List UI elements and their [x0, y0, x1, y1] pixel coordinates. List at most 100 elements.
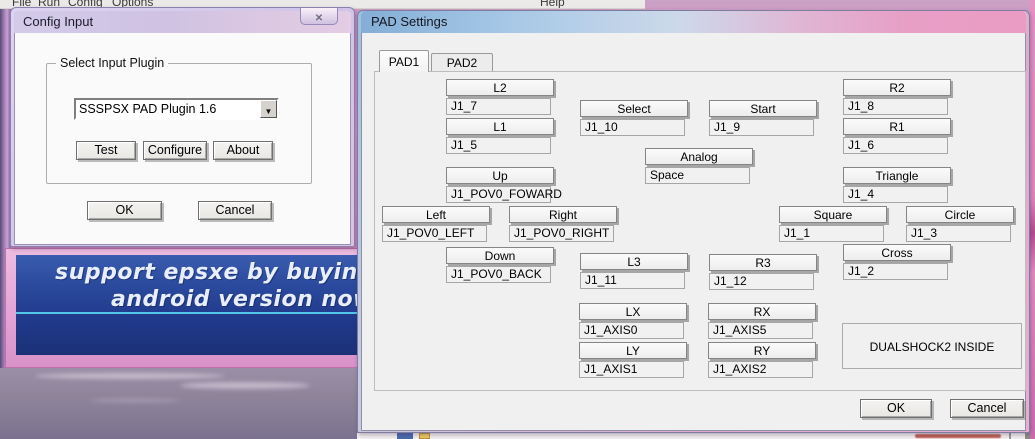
mapping-button-triangle[interactable]: Triangle	[843, 167, 951, 184]
wave	[90, 398, 180, 403]
mapping-circle: Circle J1_3	[906, 206, 1014, 242]
wave	[180, 382, 310, 389]
banner-line2: android version now	[111, 287, 358, 312]
menu-help[interactable]: Help	[540, 0, 565, 9]
menu-config[interactable]: Config	[68, 0, 103, 9]
mapping-value-rx: J1_AXIS5	[708, 322, 813, 339]
config-input-titlebar[interactable]: Config Input ✕	[14, 8, 351, 33]
mapping-button-r2[interactable]: R2	[843, 79, 951, 96]
mapping-button-left[interactable]: Left	[382, 206, 490, 223]
mapping-button-analog[interactable]: Analog	[645, 148, 753, 165]
wave	[35, 373, 225, 379]
close-button[interactable]: ✕	[300, 8, 338, 25]
mapping-button-down[interactable]: Down	[446, 247, 554, 264]
config-input-client: Select Input Plugin SSSPSX PAD Plugin 1.…	[14, 33, 351, 245]
mapping-button-l2[interactable]: L2	[446, 79, 554, 96]
mapping-l3: L3 J1_11	[580, 253, 688, 289]
ok-button[interactable]: OK	[87, 201, 162, 220]
mapping-value-r2: J1_8	[843, 98, 948, 115]
pad-settings-window: PAD Settings PAD1 PAD2 L2 J1_7 L1 J1_5 U…	[357, 10, 1030, 433]
mapping-button-l3[interactable]: L3	[580, 253, 688, 270]
pad-cancel-button[interactable]: Cancel	[950, 399, 1024, 418]
mapping-button-ly[interactable]: LY	[579, 342, 687, 359]
group-label: Select Input Plugin	[56, 56, 169, 70]
banner-divider	[16, 312, 358, 314]
mapping-triangle: Triangle J1_4	[843, 167, 951, 203]
mapping-cross: Cross J1_2	[843, 244, 951, 280]
mapping-button-ry[interactable]: RY	[708, 342, 816, 359]
mapping-button-l1[interactable]: L1	[446, 118, 554, 135]
close-icon: ✕	[314, 13, 324, 24]
mapping-value-ly: J1_AXIS1	[579, 361, 684, 378]
date-text-sliver	[915, 434, 1001, 438]
select-input-plugin-group: Select Input Plugin	[46, 56, 312, 184]
banner-line1: support epsxe by buying	[55, 260, 358, 285]
test-button[interactable]: Test	[76, 141, 136, 160]
mapping-left: Left J1_POV0_LEFT	[382, 206, 490, 242]
plugin-select[interactable]: SSSPSX PAD Plugin 1.6 ▼	[74, 98, 279, 120]
mapping-l2: L2 J1_7	[446, 79, 554, 115]
mapping-select: Select J1_10	[580, 100, 688, 136]
mapping-button-rx[interactable]: RX	[708, 303, 816, 320]
mapping-value-select: J1_10	[580, 119, 685, 136]
mapping-r1: R1 J1_6	[843, 118, 951, 154]
menu-file[interactable]: File	[12, 0, 32, 9]
epsxe-window-left-edge	[0, 9, 11, 369]
pad-settings-titlebar[interactable]: PAD Settings	[361, 11, 1026, 33]
mapping-value-right: J1_POV0_RIGHT	[509, 225, 614, 242]
epsxe-banner: support epsxe by buying android version …	[16, 255, 358, 355]
mapping-value-square: J1_1	[779, 225, 884, 242]
window-title: Config Input	[23, 14, 94, 29]
wallpaper-right-strip	[1030, 0, 1035, 439]
pad1-tab-page	[374, 71, 1026, 391]
mapping-rx: RX J1_AXIS5	[708, 303, 816, 339]
mapping-button-lx[interactable]: LX	[579, 303, 687, 320]
tab-pad2[interactable]: PAD2	[431, 53, 493, 72]
window-title: PAD Settings	[371, 14, 448, 29]
mapping-value-lx: J1_AXIS0	[579, 322, 684, 339]
epsxe-banner-window: support epsxe by buying android version …	[5, 248, 358, 368]
mapping-down: Down J1_POV0_BACK	[446, 247, 554, 283]
mapping-button-circle[interactable]: Circle	[906, 206, 1014, 223]
mapping-button-cross[interactable]: Cross	[843, 244, 951, 261]
menu-run[interactable]: Run	[38, 0, 61, 9]
divider	[1009, 433, 1011, 439]
mapping-value-circle: J1_3	[906, 225, 1011, 242]
tab-pad1[interactable]: PAD1	[379, 50, 429, 72]
mapping-button-up[interactable]: Up	[446, 167, 554, 184]
about-button[interactable]: About	[213, 141, 273, 160]
mapping-value-up: J1_POV0_FOWARD	[446, 186, 562, 203]
mapping-value-left: J1_POV0_LEFT	[382, 225, 487, 242]
folder-icon	[419, 433, 430, 439]
menu-options[interactable]: Options	[112, 0, 154, 9]
configure-button[interactable]: Configure	[143, 141, 207, 160]
mapping-button-right[interactable]: Right	[509, 206, 617, 223]
mapping-button-start[interactable]: Start	[709, 100, 817, 117]
mapping-ry: RY J1_AXIS2	[708, 342, 816, 378]
mapping-value-analog: Space	[645, 167, 750, 184]
dropdown-button[interactable]: ▼	[260, 100, 277, 118]
mapping-value-l2: J1_7	[446, 98, 551, 115]
config-input-window: Config Input ✕ Select Input Plugin SSSPS…	[10, 7, 355, 247]
pad-settings-client: PAD1 PAD2 L2 J1_7 L1 J1_5 Up J1_POV0_FOW…	[361, 33, 1026, 431]
mapping-value-r1: J1_6	[843, 137, 948, 154]
mapping-right: Right J1_POV0_RIGHT	[509, 206, 617, 242]
mapping-button-r1[interactable]: R1	[843, 118, 951, 135]
pad-ok-button[interactable]: OK	[860, 399, 932, 418]
cancel-button[interactable]: Cancel	[198, 201, 272, 220]
mapping-value-start: J1_9	[709, 119, 814, 136]
taskbar-sliver	[357, 433, 1035, 439]
mapping-square: Square J1_1	[779, 206, 887, 242]
mapping-r2: R2 J1_8	[843, 79, 951, 115]
mapping-button-square[interactable]: Square	[779, 206, 887, 223]
dualshock2-inside-box: DUALSHOCK2 INSIDE	[842, 323, 1022, 369]
mapping-button-select[interactable]: Select	[580, 100, 688, 117]
mapping-up: Up J1_POV0_FOWARD	[446, 167, 562, 203]
mapping-lx: LX J1_AXIS0	[579, 303, 687, 339]
mapping-button-r3[interactable]: R3	[709, 254, 817, 271]
chevron-down-icon: ▼	[264, 107, 273, 116]
mapping-value-ry: J1_AXIS2	[708, 361, 813, 378]
mapping-value-r3: J1_12	[709, 273, 814, 290]
banner-text: support epsxe by buying android version …	[16, 259, 358, 313]
